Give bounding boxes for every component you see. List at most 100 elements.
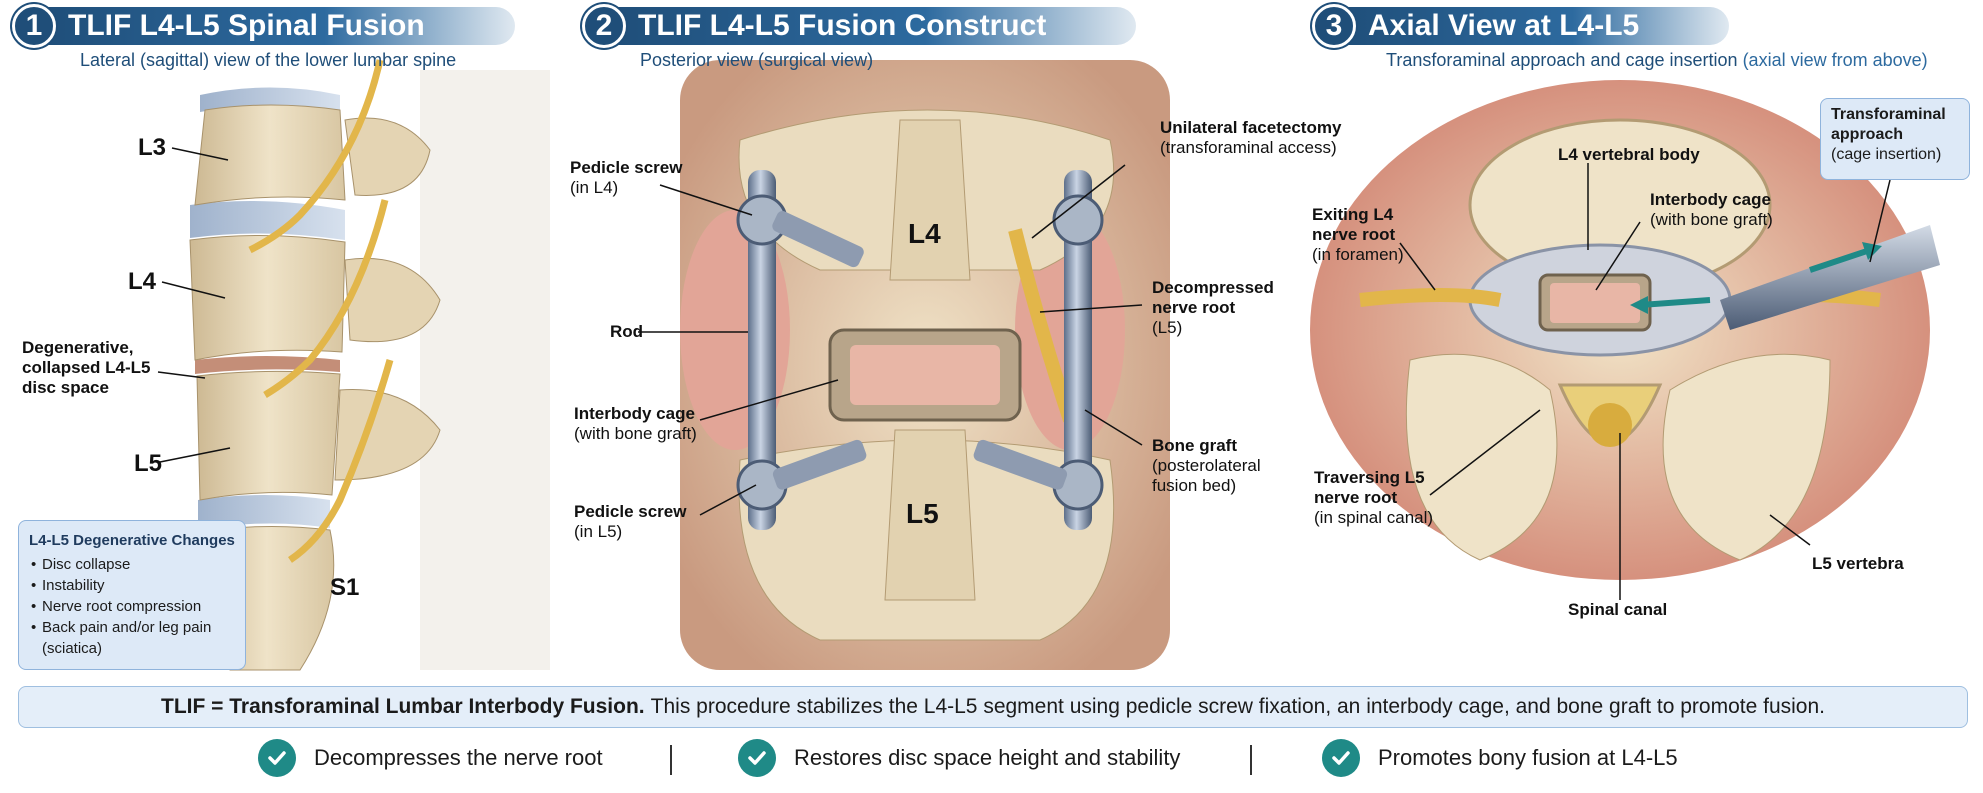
panel-axial-view: 3 Axial View at L4-L5 Transforaminal app… <box>1300 0 1983 680</box>
check-icon <box>1322 739 1360 777</box>
leader-pedicle-l4 <box>659 184 753 216</box>
level-label-l4: L4 <box>908 218 941 249</box>
vertebra-l5 <box>196 370 341 501</box>
spinal-canal-label: Spinal canal <box>1568 600 1667 620</box>
nerve-root-l4 <box>263 199 389 399</box>
leader-bone-graft <box>1084 409 1143 446</box>
approach-callout-box: Transforaminal approach (cage insertion) <box>1820 98 1970 180</box>
label-title: Bone graft <box>1152 436 1237 455</box>
leader-l4 <box>161 281 226 299</box>
insertion-arrow-right <box>1809 247 1871 273</box>
arrowhead-left <box>1630 296 1648 314</box>
panel1-subtitle: Lateral (sagittal) view of the lower lum… <box>80 50 457 70</box>
traversing-nerve-label: Traversing L5 nerve root (in spinal cana… <box>1314 468 1433 528</box>
disc-l3-l4 <box>190 201 345 240</box>
benefit-text: Decompresses the nerve root <box>314 745 603 770</box>
leader-cage <box>1595 221 1641 291</box>
list-item: Disc collapse <box>29 554 235 575</box>
facetectomy-label: Unilateral facetectomy (transforaminal a… <box>1160 118 1341 158</box>
l5-lamina-right <box>1662 353 1831 561</box>
label-detail: (in foramen) <box>1312 245 1404 264</box>
benefit-item: Restores disc space height and stability <box>738 739 1180 777</box>
pedicle-screw-l4-label: Pedicle screw (in L4) <box>570 158 682 198</box>
label-detail: (in L4) <box>570 178 619 197</box>
cauda-equina <box>1588 403 1632 447</box>
divider <box>1250 745 1252 775</box>
level-label-l4: L4 <box>128 268 157 295</box>
list-item: Instability <box>29 575 235 596</box>
label-detail: (transforaminal access) <box>1160 138 1337 157</box>
leader-l5 <box>159 447 231 463</box>
label-detail: (in L5) <box>574 522 623 541</box>
label-title: Traversing L5 <box>1314 468 1425 487</box>
nerve-root-l3 <box>248 59 384 254</box>
label-detail: (with bone graft) <box>1650 210 1773 229</box>
label-title: L4 vertebral body <box>1558 145 1700 164</box>
disc-label-line-1: Degenerative, <box>22 338 134 357</box>
benefits-row: Decompresses the nerve root Restores dis… <box>0 735 1983 785</box>
label-title: nerve root <box>1314 488 1398 507</box>
label-title: Pedicle screw <box>570 158 683 177</box>
posterior-element-l3 <box>344 117 431 196</box>
leader-pedicle-l5 <box>699 484 757 516</box>
leader-l5 <box>1769 514 1811 546</box>
degenerative-changes-list: Disc collapse Instability Nerve root com… <box>29 554 235 638</box>
panel2-title: TLIF L4-L5 Fusion Construct <box>608 7 1137 45</box>
pedicle-screw-shaft-l5-right <box>973 439 1068 490</box>
label-detail: fusion bed) <box>1152 476 1237 495</box>
bone-graft-label: Bone graft (posterolateral fusion bed) <box>1152 436 1261 496</box>
level-label-l3: L3 <box>138 134 167 161</box>
exiting-l4-nerve-root <box>1359 288 1502 307</box>
panel1-header: 1 TLIF L4-L5 Spinal Fusion <box>12 4 515 48</box>
axial-view-illustration <box>1310 80 1940 600</box>
panel3-title: Axial View at L4-L5 <box>1338 7 1730 45</box>
label-detail: (posterolateral <box>1152 456 1261 475</box>
level-label-l5: L5 <box>134 450 163 477</box>
level-label-l5: L5 <box>906 498 939 529</box>
cage-bone-graft <box>1550 283 1640 323</box>
spinous-process-l5 <box>884 429 976 601</box>
pedicle-screw-l5-label: Pedicle screw (in L5) <box>574 502 686 542</box>
panel-posterior-view: 2 TLIF L4-L5 Fusion Construct Posterior … <box>570 0 1341 680</box>
spinous-process-l4 <box>889 119 971 281</box>
check-icon <box>258 739 296 777</box>
panel3-number-badge: 3 <box>1312 4 1356 48</box>
exiting-nerve-label: Exiting L4 nerve root (in foramen) <box>1312 205 1404 265</box>
pedicle-screw-shaft-l4-left <box>772 211 864 268</box>
panel2-number-badge: 2 <box>582 4 626 48</box>
decompressed-nerve-label: Decompressed nerve root (L5) <box>1152 278 1274 338</box>
vertebra-l4 <box>189 234 346 361</box>
nerve-root-l5 <box>288 359 394 563</box>
benefit-item: Promotes bony fusion at L4-L5 <box>1322 739 1678 777</box>
label-title: Exiting L4 <box>1312 205 1394 224</box>
label-title: Unilateral facetectomy <box>1160 118 1342 137</box>
level-label-s1: S1 <box>330 574 360 601</box>
pedicle-screw-shaft-l5-left <box>772 439 867 490</box>
list-item: Back pain and/or leg pain <box>29 617 235 638</box>
leader-exiting <box>1399 242 1436 291</box>
list-item: Nerve root compression <box>29 596 235 617</box>
insertion-instrument <box>1720 225 1940 330</box>
rod-label: Rod <box>610 322 643 342</box>
l5-vertebra-label: L5 vertebra <box>1812 554 1904 574</box>
summary-banner: TLIF = Transforaminal Lumbar Interbody F… <box>18 686 1968 728</box>
label-title: nerve root <box>1312 225 1396 244</box>
rod-left <box>748 170 776 530</box>
disc-label-line-2: collapsed L4-L5 <box>22 358 151 377</box>
summary-bold: TLIF = Transforaminal Lumbar Interbody F… <box>161 695 645 718</box>
panel1-number-badge: 1 <box>12 4 56 48</box>
fusion-construct-illustration <box>638 60 1170 670</box>
label-detail: (L5) <box>1152 318 1183 337</box>
leader-cage <box>699 379 839 421</box>
label-title: Interbody cage <box>574 404 695 423</box>
rod-right <box>1064 170 1092 530</box>
label-detail: (cage insertion) <box>1831 146 1942 163</box>
label-detail: (with bone graft) <box>574 424 697 443</box>
label-detail: (in spinal canal) <box>1314 508 1434 527</box>
label-title: Interbody cage <box>1650 190 1771 209</box>
panel-lateral-view: 1 TLIF L4-L5 Spinal Fusion Lateral (sagi… <box>0 0 560 680</box>
summary-text: This procedure stabilizes the L4-L5 segm… <box>650 695 1825 718</box>
interbody-cage-label: Interbody cage (with bone graft) <box>1650 190 1773 230</box>
insertion-arrow-left <box>1639 297 1711 308</box>
